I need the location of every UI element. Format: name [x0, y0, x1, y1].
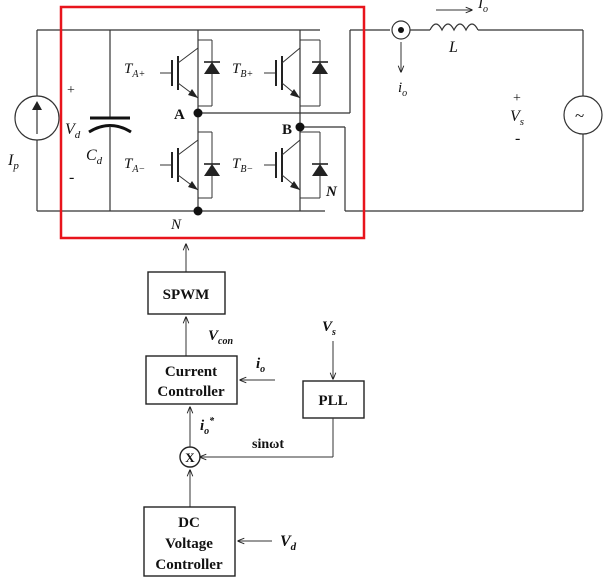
io-ref-label: io*: [200, 416, 215, 437]
node-b-label: B: [282, 122, 292, 138]
switch-tb-minus: [264, 131, 328, 199]
multiplier-symbol: X: [185, 450, 195, 465]
vs-plus: +: [513, 91, 521, 106]
node-b-dot: [295, 122, 305, 132]
dc-controller-line1: DC: [178, 515, 200, 531]
node-a-label: A: [174, 107, 185, 123]
power-circuit: Ip Cd + Vd - TA+: [7, 0, 603, 233]
cd-label: Cd: [86, 147, 103, 167]
tb-plus-label: TB+: [232, 61, 253, 80]
svg-text:~: ~: [575, 106, 584, 125]
vd-plus: +: [67, 83, 75, 98]
grid-voltage-source: ~: [563, 95, 603, 135]
node-n-right-label: N: [325, 184, 338, 200]
dc-voltage-controller-block: [143, 506, 236, 577]
ta-plus-label: TA+: [124, 61, 145, 80]
vd-label: Vd: [65, 121, 81, 141]
vs-minus: -: [515, 130, 520, 147]
spwm-label: SPWM: [163, 287, 210, 303]
current-controller-line2: Controller: [157, 384, 225, 400]
tb-minus-label: TB−: [232, 156, 253, 175]
vd-minus: -: [69, 169, 74, 186]
capacitor-cd: [88, 30, 132, 211]
vd-input-label: Vd: [280, 533, 297, 553]
node-n-dot: [193, 206, 203, 216]
sin-label: sinωt: [252, 437, 284, 452]
vs-input-label: Vs: [322, 319, 336, 338]
switch-ta-minus: [160, 131, 220, 199]
inductor-l: [429, 23, 479, 32]
io-input-label: io: [256, 356, 265, 375]
vs-label: Vs: [510, 108, 524, 128]
current-controller-line1: Current: [165, 364, 217, 380]
ip-label: Ip: [7, 152, 19, 172]
current-controller-block: [145, 355, 238, 405]
node-n-label: N: [170, 217, 182, 233]
ta-minus-label: TA−: [124, 156, 145, 175]
inductor-label: L: [448, 39, 458, 56]
io-label: io: [398, 80, 407, 99]
switch-tb-plus: [264, 39, 328, 107]
dc-controller-line3: Controller: [155, 557, 223, 573]
vcon-label: Vcon: [208, 328, 233, 347]
current-source-ip: [14, 95, 60, 141]
dc-controller-line2: Voltage: [165, 536, 213, 552]
io-top-label: Io: [477, 0, 488, 15]
pll-label: PLL: [318, 393, 347, 409]
spwm-block: [147, 271, 226, 315]
switch-ta-plus: [160, 39, 220, 107]
node-a-dot: [193, 108, 203, 118]
control-blocks: SPWM Vcon Current Controller io Vs PLL s…: [143, 244, 365, 577]
inverter-highlight-box: [59, 5, 366, 240]
pll-block: [302, 380, 365, 419]
